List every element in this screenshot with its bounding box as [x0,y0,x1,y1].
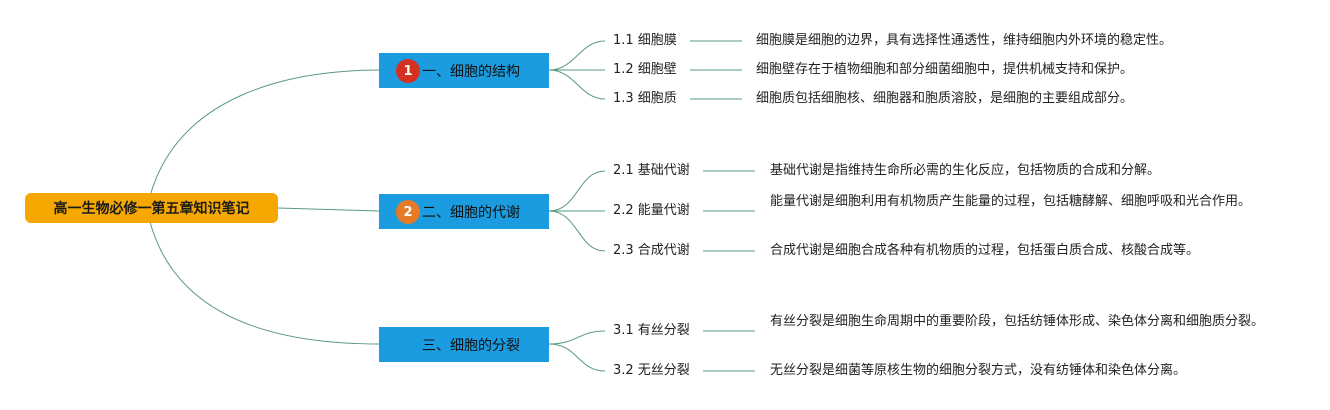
subtopic-description: 细胞膜是细胞的边界，具有选择性通透性，维持细胞内外环境的稳定性。 [756,33,1173,48]
link-root-branch3 [149,221,380,345]
priority-2-icon: 2 [396,200,420,224]
branch-title: 三、细胞的分裂 [422,337,520,354]
link-b1-c1 [548,40,606,71]
subtopic-description: 细胞质包括细胞核、细胞器和胞质溶胶，是细胞的主要组成部分。 [756,91,1134,106]
subtopic-label[interactable]: 3.1 有丝分裂 [613,323,690,338]
subtopic-label[interactable]: 3.2 无丝分裂 [613,363,690,378]
subtopic-description: 合成代谢是细胞合成各种有机物质的过程，包括蛋白质合成、核酸合成等。 [770,243,1200,258]
link-b3-c1 [548,330,606,345]
link-root-branch2 [277,207,380,212]
subtopic-label[interactable]: 1.1 细胞膜 [613,33,677,48]
link-b3-c2 [548,343,606,372]
branch-title: 二、细胞的代谢 [422,204,520,221]
subtopic-label[interactable]: 1.3 细胞质 [613,91,677,106]
subtopic-label[interactable]: 1.2 细胞壁 [613,62,677,77]
subtopic-description: 能量代谢是细胞利用有机物质产生能量的过程，包括糖酵解、细胞呼吸和光合作用。 [770,194,1252,209]
root-title: 高一生物必修一第五章知识笔记 [53,201,250,217]
branch-cell-structure[interactable]: 1 一、细胞的结构 [379,53,549,88]
subtopic-label[interactable]: 2.2 能量代谢 [613,203,690,218]
subtopic-description: 无丝分裂是细菌等原核生物的细胞分裂方式，没有纺锤体和染色体分离。 [770,363,1187,378]
link-root-branch1 [149,69,380,197]
subtopic-label[interactable]: 2.1 基础代谢 [613,163,690,178]
link-b2-c3 [548,210,606,252]
subtopic-description: 细胞壁存在于植物细胞和部分细菌细胞中，提供机械支持和保护。 [756,62,1134,77]
branch-cell-division[interactable]: 三、细胞的分裂 [379,327,549,362]
link-b1-c3 [548,69,606,100]
link-b2-c1 [548,170,606,212]
subtopic-label[interactable]: 2.3 合成代谢 [613,243,690,258]
branch-title: 一、细胞的结构 [422,63,520,80]
branch-cell-metabolism[interactable]: 2 二、细胞的代谢 [379,194,549,229]
root-node[interactable]: 高一生物必修一第五章知识笔记 [25,193,278,223]
subtopic-description: 有丝分裂是细胞生命周期中的重要阶段，包括纺锤体形成、染色体分离和细胞质分裂。 [770,314,1265,329]
subtopic-description: 基础代谢是指维持生命所必需的生化反应，包括物质的合成和分解。 [770,163,1161,178]
priority-1-icon: 1 [396,59,420,83]
